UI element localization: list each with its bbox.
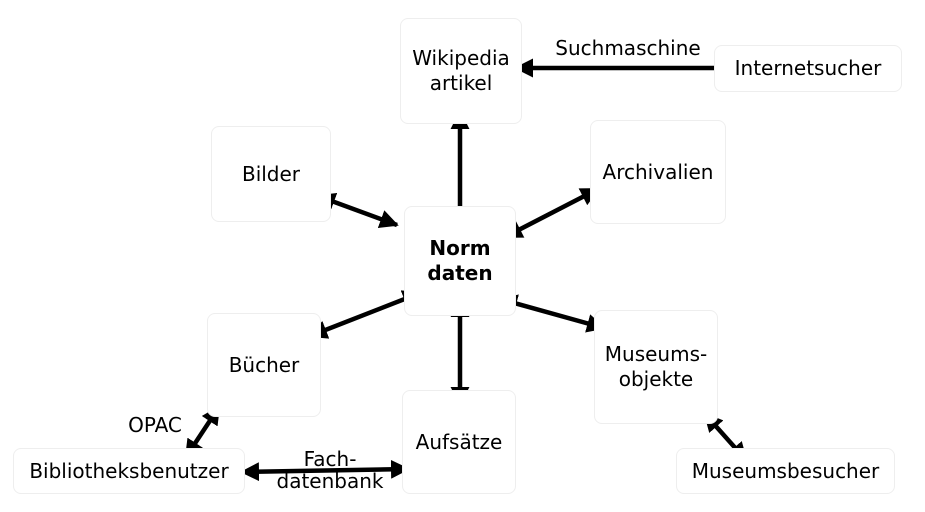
node-bilder: Bilder bbox=[211, 126, 331, 222]
arrow-bibliotheksbenutzer-aufsaetze bbox=[240, 459, 410, 482]
node-archivalien: Archivalien bbox=[590, 120, 726, 224]
node-buecher: Bücher bbox=[207, 313, 321, 417]
arrow-bilder-normdaten bbox=[316, 192, 399, 229]
node-label: Wikipedia artikel bbox=[412, 46, 510, 95]
edge-label-fachdatenbank: Fach- datenbank bbox=[276, 447, 384, 493]
arrow-museumsobjekte-normdaten bbox=[498, 294, 606, 333]
node-label: Norm daten bbox=[427, 236, 493, 285]
edge-label-suchmaschine: Suchmaschine bbox=[555, 36, 701, 60]
node-label: Museums- objekte bbox=[604, 342, 708, 391]
node-label: Aufsätze bbox=[415, 429, 503, 454]
node-label: Bilder bbox=[241, 161, 301, 186]
node-wikipedia-artikel: Wikipedia artikel bbox=[400, 18, 522, 124]
node-normdaten: Norm daten bbox=[404, 206, 516, 316]
node-bibliotheksbenutzer: Bibliotheksbenutzer bbox=[13, 448, 245, 494]
node-museumsbesucher: Museumsbesucher bbox=[676, 448, 895, 494]
arrow-archivalien-normdaten bbox=[503, 187, 600, 239]
node-internetsucher: Internetsucher bbox=[714, 45, 902, 92]
node-label: Archivalien bbox=[602, 159, 714, 184]
edge-label-opac: OPAC bbox=[128, 413, 182, 437]
node-aufsaetze: Aufsätze bbox=[402, 390, 516, 494]
node-label: Internetsucher bbox=[734, 56, 882, 80]
arrow-buecher-normdaten bbox=[308, 290, 422, 339]
node-label: Bücher bbox=[228, 352, 300, 377]
node-label: Bibliotheksbenutzer bbox=[29, 458, 229, 483]
node-museumsobjekte: Museums- objekte bbox=[594, 310, 718, 424]
node-label: Museumsbesucher bbox=[691, 458, 880, 483]
